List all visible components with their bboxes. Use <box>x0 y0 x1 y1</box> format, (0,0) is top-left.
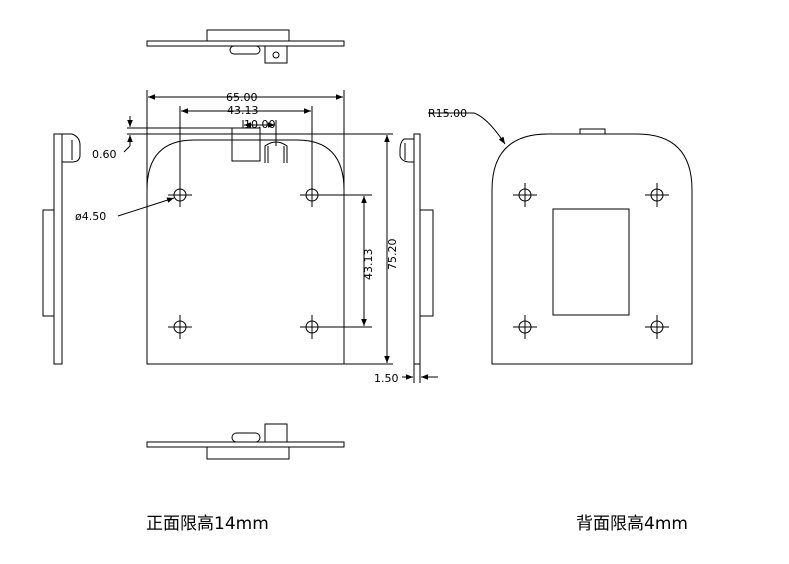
dim-offset: 0.60 <box>92 148 117 161</box>
dim-component-gap: 10.00 <box>244 118 276 131</box>
dim-height: 75.20 <box>386 239 399 271</box>
dim-corner-radius: R15.00 <box>428 107 467 120</box>
front-plate <box>146 127 345 365</box>
left-side-view <box>42 133 81 365</box>
back-hole-top-left <box>513 183 537 207</box>
dim-hole-spacing-x: 43.13 <box>227 104 259 117</box>
dim-hole-diameter: ø4.50 <box>75 210 106 223</box>
hole-bottom-left <box>168 315 192 339</box>
dimension-lines <box>117 90 393 365</box>
back-hole-bottom-left <box>513 315 537 339</box>
back-hole-top-right <box>645 183 669 207</box>
back-hole-bottom-right <box>645 315 669 339</box>
top-edge-view <box>146 29 345 64</box>
front-height-limit-caption: 正面限高14mm <box>146 514 269 534</box>
back-height-limit-caption: 背面限高4mm <box>576 514 688 534</box>
dim-width: 65.00 <box>226 91 258 104</box>
dim-thickness: 1.50 <box>374 372 399 385</box>
right-side-view <box>399 133 438 383</box>
bottom-edge-view <box>146 423 345 460</box>
back-plate <box>428 112 693 365</box>
dim-hole-spacing-y: 43.13 <box>362 249 375 281</box>
